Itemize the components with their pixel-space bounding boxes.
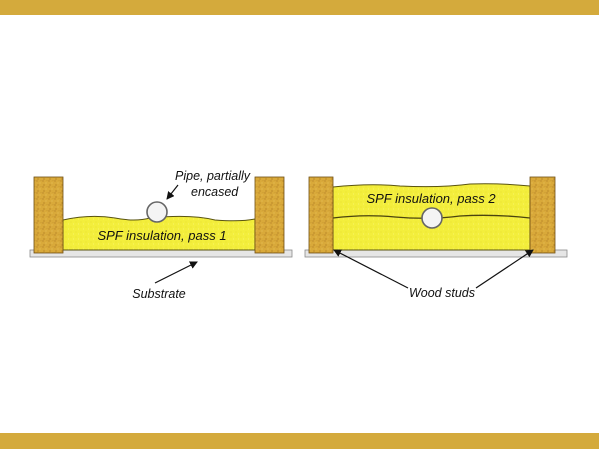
right-panel: SPF insulation, pass 2 Wood studs — [304, 176, 568, 300]
top-band — [0, 0, 599, 15]
bottom-band — [0, 433, 599, 449]
studs-arrow-right — [475, 249, 534, 289]
right-pipe-icon — [421, 207, 443, 229]
right-stud-2 — [529, 176, 556, 254]
substrate-label: Substrate — [132, 287, 186, 301]
left-stud-1 — [33, 176, 64, 254]
studs-arrow-left — [333, 249, 409, 289]
left-stud-2 — [254, 176, 285, 254]
pipe-label-line1: Pipe, partially — [175, 169, 251, 183]
right-foam-label: SPF insulation, pass 2 — [366, 191, 496, 206]
left-panel: SPF insulation, pass 1 Pipe, partially e… — [29, 169, 293, 301]
left-pipe-icon — [146, 201, 168, 223]
left-substrate — [29, 249, 293, 258]
pipe-arrow — [166, 184, 179, 200]
left-foam-label: SPF insulation, pass 1 — [97, 228, 226, 243]
studs-label: Wood studs — [409, 286, 475, 300]
pipe-label-line2: encased — [191, 185, 239, 199]
substrate-arrow — [154, 261, 198, 284]
right-stud-1 — [308, 176, 334, 254]
